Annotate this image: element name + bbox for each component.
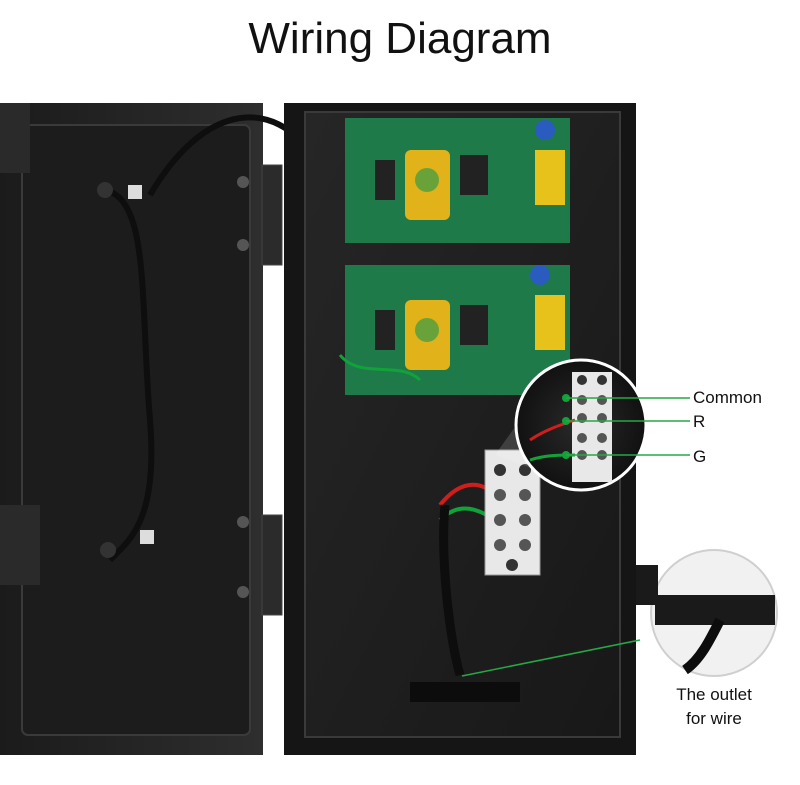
outlet-label-line1: The outlet [676, 685, 752, 704]
outlet-magnifier [650, 549, 778, 677]
label-common: Common [693, 388, 762, 407]
power-supply-board-2 [345, 265, 570, 395]
left-door [0, 103, 283, 755]
outlet-label-line2: for wire [686, 709, 742, 728]
terminal-block [484, 449, 541, 576]
terminal-magnifier [514, 358, 648, 492]
label-r: R [693, 412, 706, 431]
outlet-label: The outlet for wire [652, 683, 776, 731]
page-title: Wiring Diagram [248, 14, 552, 63]
label-g: G [693, 447, 707, 466]
power-supply-board-1 [345, 118, 570, 243]
